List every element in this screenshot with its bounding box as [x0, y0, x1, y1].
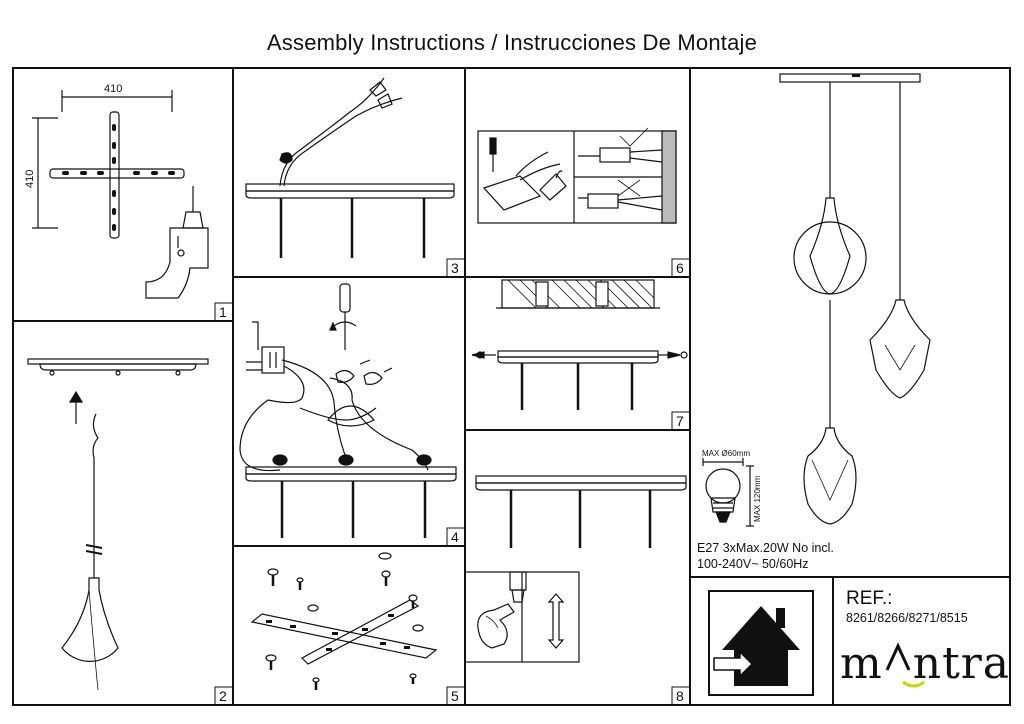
panel-2-pendant [27, 358, 209, 691]
brand-logo-a-mark [883, 634, 913, 685]
bulb-max-diameter: MAX Ø60mm [702, 449, 750, 458]
brand-logo-end: ntra [912, 638, 1011, 689]
arrow-icon [547, 593, 565, 649]
screwdriver-icon [329, 283, 357, 350]
finished-fixture [779, 73, 931, 525]
brand-logo-start: m [840, 638, 883, 689]
reference-label: REF.: [846, 588, 893, 609]
panel-8-height-adjust [464, 475, 687, 663]
panel-7-ceiling-fixing [471, 279, 688, 410]
bulb-spec-line-2: 100-240V~ 50/60Hz [697, 557, 809, 571]
panel-6-screwdriver-icon [489, 137, 497, 172]
panel-1-bracket [32, 90, 185, 239]
step-number-8: 8 [676, 688, 684, 704]
bulb-spec-line-1: E27 3xMax.20W No incl. [697, 541, 834, 555]
drill-icon [145, 186, 209, 299]
height-dimension: 410 [24, 170, 36, 188]
step-number-3: 3 [451, 260, 459, 276]
bulb-icon [702, 458, 754, 527]
step-number-1: 1 [219, 304, 227, 320]
brand-caret-icon [885, 642, 911, 671]
step-number-7: 7 [676, 413, 684, 429]
panel-3-wiring [245, 77, 455, 258]
step-number-4: 4 [451, 529, 459, 545]
panel-4-connection [239, 321, 457, 538]
hand-icon [477, 603, 515, 649]
step-number-6: 6 [676, 260, 684, 276]
brand-logo: m ntra [840, 638, 1010, 689]
step-number-boxes [214, 258, 691, 706]
bulb-spec: E27 3xMax.20W No incl. 100-240V~ 50/60Hz [697, 540, 834, 572]
brand-smile [902, 680, 925, 688]
step-number-5: 5 [451, 688, 459, 704]
step-number-2: 2 [219, 688, 227, 704]
page-title: Assembly Instructions / Instrucciones De… [266, 30, 758, 55]
panel-5-screws [250, 552, 438, 690]
panel-6-wiring-detail [477, 127, 677, 224]
indoor-use-icon [708, 590, 814, 696]
reference-codes: 8261/8266/8271/8515 [846, 611, 968, 625]
bulb-max-length: MAX 120mm [753, 475, 762, 522]
width-dimension: 410 [104, 83, 122, 95]
